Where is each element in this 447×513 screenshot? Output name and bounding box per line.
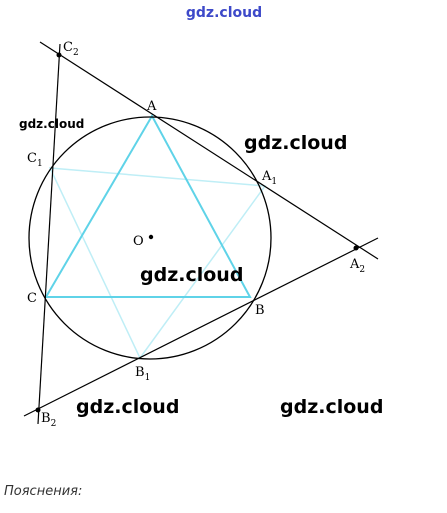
tangent-line-c2-a2: [39, 41, 379, 260]
point-b2: [35, 407, 41, 413]
watermark-left: gdz.cloud: [19, 117, 84, 131]
label-b2: B2: [41, 411, 56, 429]
point-a2: [353, 245, 359, 251]
watermark-right: gdz.cloud: [244, 132, 347, 154]
watermark-top: gdz.cloud: [186, 5, 262, 21]
tangent-line-a2-b2: [23, 237, 379, 417]
label-b: B: [255, 303, 265, 318]
label-c1: C1: [27, 151, 43, 169]
watermark-bottom-left: gdz.cloud: [76, 396, 179, 418]
label-o: O: [133, 234, 144, 249]
triangle-abc: [44, 113, 252, 298]
point-c2: [56, 52, 62, 58]
watermark-center: gdz.cloud: [140, 264, 243, 286]
label-c2: C2: [63, 40, 79, 58]
label-a: A: [146, 99, 157, 114]
watermark-bottom-right: gdz.cloud: [280, 396, 383, 418]
circumcircle: [28, 116, 272, 360]
tangent-line-c2-b2: [37, 43, 61, 425]
label-a1: A1: [261, 169, 277, 187]
point-o: [148, 234, 154, 240]
label-a2: A2: [349, 257, 365, 275]
inner-triangle-a1b1c1: [48, 167, 267, 360]
label-b1: B1: [135, 365, 150, 383]
label-c: C: [27, 291, 37, 306]
caption-explanations: Пояснения:: [4, 484, 83, 499]
